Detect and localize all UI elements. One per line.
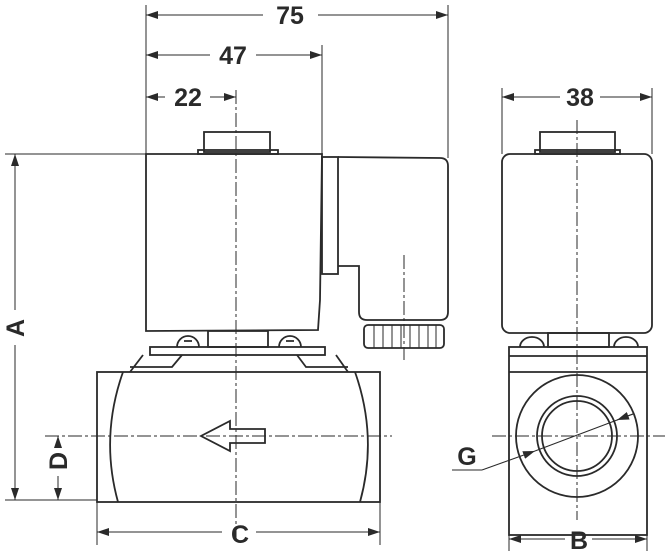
dim-body-length: C	[231, 521, 249, 549]
dim-coil-width: 47	[219, 42, 247, 70]
front-view	[45, 90, 449, 540]
side-view: G	[452, 120, 665, 536]
side-valve-body	[508, 346, 648, 536]
connector-body	[337, 156, 449, 321]
bonnet-plate	[149, 346, 326, 356]
coil-body	[145, 153, 323, 332]
dim-center-offset: 22	[174, 84, 202, 112]
knurl-lines	[373, 325, 437, 348]
front-dimensions: 75 47 22 A D C	[2, 2, 449, 549]
dim-overall-width: 75	[276, 2, 304, 30]
bonnet-flange	[129, 354, 349, 373]
armature-stem	[207, 330, 269, 348]
side-screw-left	[519, 336, 545, 348]
side-screw-right	[613, 336, 639, 348]
screw-right	[278, 335, 302, 348]
valve-body	[96, 371, 381, 503]
connector-plate	[321, 156, 339, 275]
dim-port-thread: G	[457, 443, 476, 471]
coil-top-cap	[203, 131, 271, 153]
dim-inlet-height: D	[45, 452, 73, 470]
side-stem	[547, 332, 610, 348]
flow-direction-arrow-icon	[199, 419, 266, 453]
side-dimensions: 38 B	[501, 84, 653, 551]
dim-height: A	[2, 319, 30, 337]
dim-body-width: B	[570, 527, 588, 551]
dim-side-width: 38	[566, 84, 594, 112]
screw-left	[176, 335, 200, 348]
body-contour	[109, 371, 369, 503]
